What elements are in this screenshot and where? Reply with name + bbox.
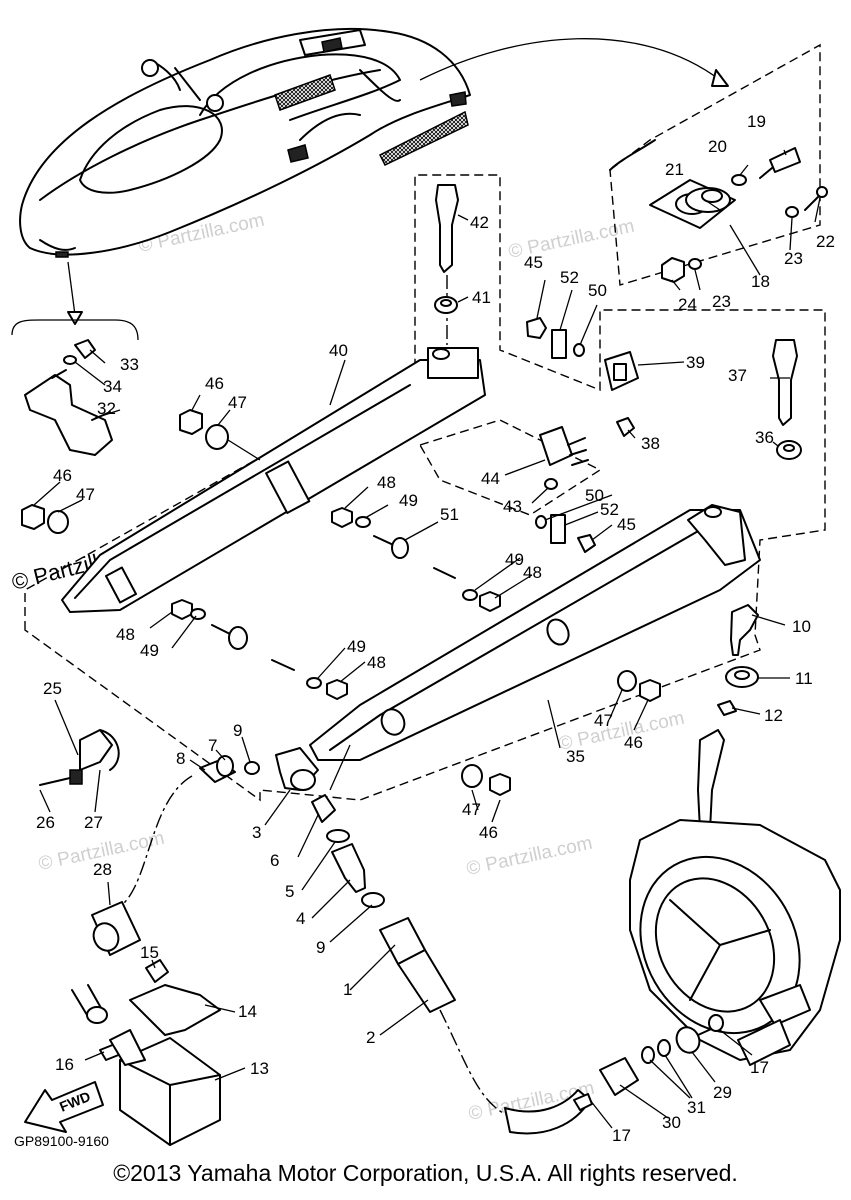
callout-24: 24 bbox=[678, 295, 697, 314]
callout-52a: 52 bbox=[560, 268, 579, 287]
upper-right-group bbox=[609, 43, 828, 286]
copyright-footer: ©2013 Yamaha Motor Corporation, U.S.A. A… bbox=[113, 1160, 738, 1186]
callout-26: 26 bbox=[36, 813, 55, 832]
small-parts: FWD bbox=[21, 184, 802, 1146]
callout-33: 33 bbox=[120, 355, 139, 374]
callout-22: 22 bbox=[816, 232, 835, 251]
callout-3: 3 bbox=[252, 823, 261, 842]
callout-47a: 47 bbox=[228, 393, 247, 412]
callout-39: 39 bbox=[686, 353, 705, 372]
callout-41: 41 bbox=[472, 288, 491, 307]
callout-46b: 46 bbox=[53, 466, 72, 485]
callout-8: 8 bbox=[176, 749, 185, 768]
callout-2: 2 bbox=[366, 1028, 375, 1047]
callout-32: 32 bbox=[97, 399, 116, 418]
callout-49c: 49 bbox=[140, 641, 159, 660]
callout-49b: 49 bbox=[505, 550, 524, 569]
callout-29: 29 bbox=[713, 1083, 732, 1102]
callout-10: 10 bbox=[792, 617, 811, 636]
callout-19: 19 bbox=[747, 112, 766, 131]
callout-43: 43 bbox=[503, 497, 522, 516]
callout-47d: 47 bbox=[462, 800, 481, 819]
callout-23a: 23 bbox=[784, 249, 803, 268]
callout-37: 37 bbox=[728, 366, 747, 385]
callout-49a: 49 bbox=[399, 491, 418, 510]
callout-numbers: 1 2 3 4 5 6 7 8 9 9 10 11 12 13 14 15 16… bbox=[36, 112, 835, 1145]
callout-18: 18 bbox=[751, 272, 770, 291]
callout-48b: 48 bbox=[523, 563, 542, 582]
callout-30: 30 bbox=[662, 1113, 681, 1132]
callout-11: 11 bbox=[795, 669, 813, 688]
callout-31: 31 bbox=[687, 1098, 706, 1117]
callout-47c: 47 bbox=[594, 711, 613, 730]
callout-1: 1 bbox=[343, 980, 352, 999]
callout-7: 7 bbox=[208, 736, 217, 755]
callout-14: 14 bbox=[238, 1002, 257, 1021]
callout-46c: 46 bbox=[624, 733, 643, 752]
callout-48a: 48 bbox=[377, 473, 396, 492]
callout-16: 16 bbox=[55, 1055, 74, 1074]
callout-34: 34 bbox=[103, 377, 122, 396]
callout-36: 36 bbox=[755, 428, 774, 447]
callout-42: 42 bbox=[470, 213, 489, 232]
callout-38: 38 bbox=[641, 434, 660, 453]
callout-27: 27 bbox=[84, 813, 103, 832]
callout-17b: 17 bbox=[750, 1058, 769, 1077]
callout-45a: 45 bbox=[524, 253, 543, 272]
callout-9b: 9 bbox=[316, 938, 325, 957]
callout-25: 25 bbox=[43, 679, 62, 698]
callout-13: 13 bbox=[250, 1059, 269, 1078]
callout-12: 12 bbox=[764, 706, 783, 725]
callout-46a: 46 bbox=[205, 374, 224, 393]
callout-17a: 17 bbox=[612, 1126, 631, 1145]
callout-6: 6 bbox=[270, 851, 279, 870]
callout-21: 21 bbox=[665, 160, 684, 179]
callout-51: 51 bbox=[440, 505, 459, 524]
callout-49d: 49 bbox=[347, 637, 366, 656]
diagram-code: GP89100-9160 bbox=[14, 1133, 109, 1149]
callout-35: 35 bbox=[566, 747, 585, 766]
callout-20: 20 bbox=[708, 137, 727, 156]
jet-pump-housing bbox=[599, 729, 841, 1096]
callout-52b: 52 bbox=[600, 500, 619, 519]
callout-28: 28 bbox=[93, 860, 112, 879]
callout-5: 5 bbox=[285, 882, 294, 901]
callout-47b: 47 bbox=[76, 485, 95, 504]
callout-48d: 48 bbox=[367, 653, 386, 672]
callout-45b: 45 bbox=[617, 515, 636, 534]
callout-46d: 46 bbox=[479, 823, 498, 842]
callout-40: 40 bbox=[329, 341, 348, 360]
watercraft-illustration bbox=[19, 27, 729, 325]
hull-liner-assembly bbox=[24, 174, 826, 802]
callout-48c: 48 bbox=[116, 625, 135, 644]
callout-23b: 23 bbox=[712, 292, 731, 311]
callout-9a: 9 bbox=[233, 721, 242, 740]
callout-50a: 50 bbox=[588, 281, 607, 300]
leader-lines bbox=[33, 149, 821, 1129]
hoses bbox=[11, 319, 593, 1135]
callout-4: 4 bbox=[296, 909, 305, 928]
callout-50b: 50 bbox=[585, 486, 604, 505]
callout-15: 15 bbox=[140, 943, 159, 962]
callout-44: 44 bbox=[481, 469, 500, 488]
